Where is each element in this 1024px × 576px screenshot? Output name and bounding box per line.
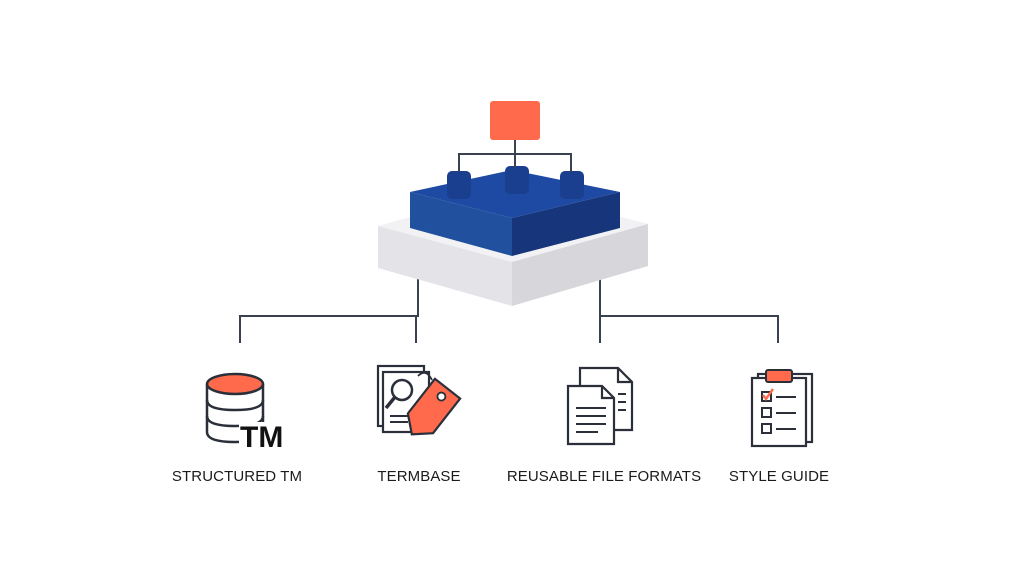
clipboard-checklist-icon: [750, 369, 814, 448]
base-left-face: [378, 226, 512, 306]
platform-pegs: [447, 166, 584, 199]
peg-left: [447, 171, 471, 199]
blue-right-face: [512, 192, 620, 256]
label-termbase: TERMBASE: [377, 468, 461, 485]
hub-node: [490, 101, 540, 140]
tag-icon: [376, 364, 462, 436]
label-structured-tm: STRUCTURED TM: [171, 468, 303, 485]
tm-badge: TM: [240, 421, 283, 454]
database-icon: [205, 372, 291, 450]
documents-icon: [566, 366, 634, 446]
blue-left-face: [410, 192, 512, 256]
connector-file-formats: [599, 315, 779, 343]
label-style-guide: STYLE GUIDE: [728, 468, 830, 485]
base-right-face: [512, 224, 648, 306]
peg-right: [560, 171, 584, 199]
peg-center: [505, 166, 529, 194]
label-reusable-file-formats: REUSABLE FILE FORMATS: [506, 468, 702, 485]
hub-tree-lines: [458, 140, 572, 172]
